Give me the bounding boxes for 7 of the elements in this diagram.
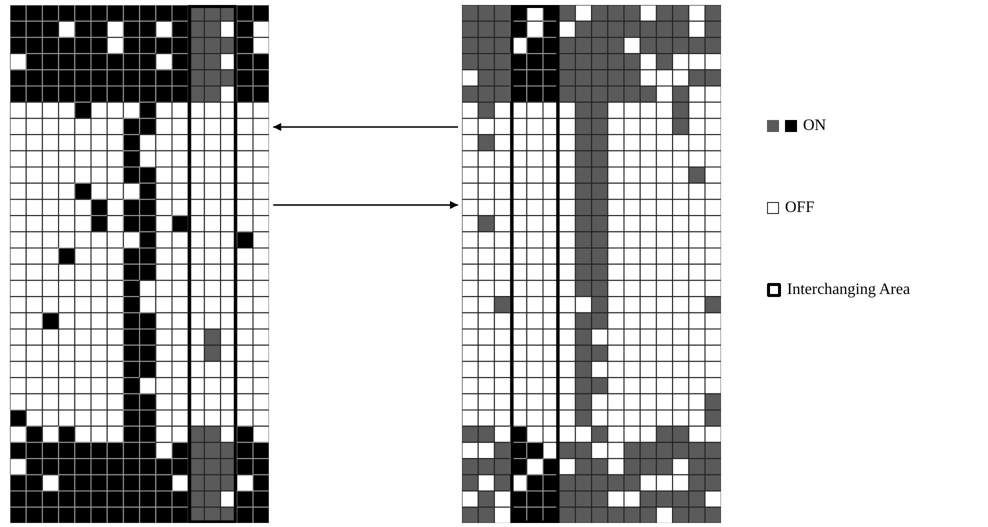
cell-grid-drawing (462, 5, 722, 524)
arrow (273, 123, 458, 131)
arrow (273, 201, 458, 209)
legend-label: ON (803, 117, 826, 135)
legend-label: OFF (785, 199, 814, 217)
legend-label: Interchanging Area (787, 281, 910, 299)
cell-grid-drawing (10, 5, 270, 524)
